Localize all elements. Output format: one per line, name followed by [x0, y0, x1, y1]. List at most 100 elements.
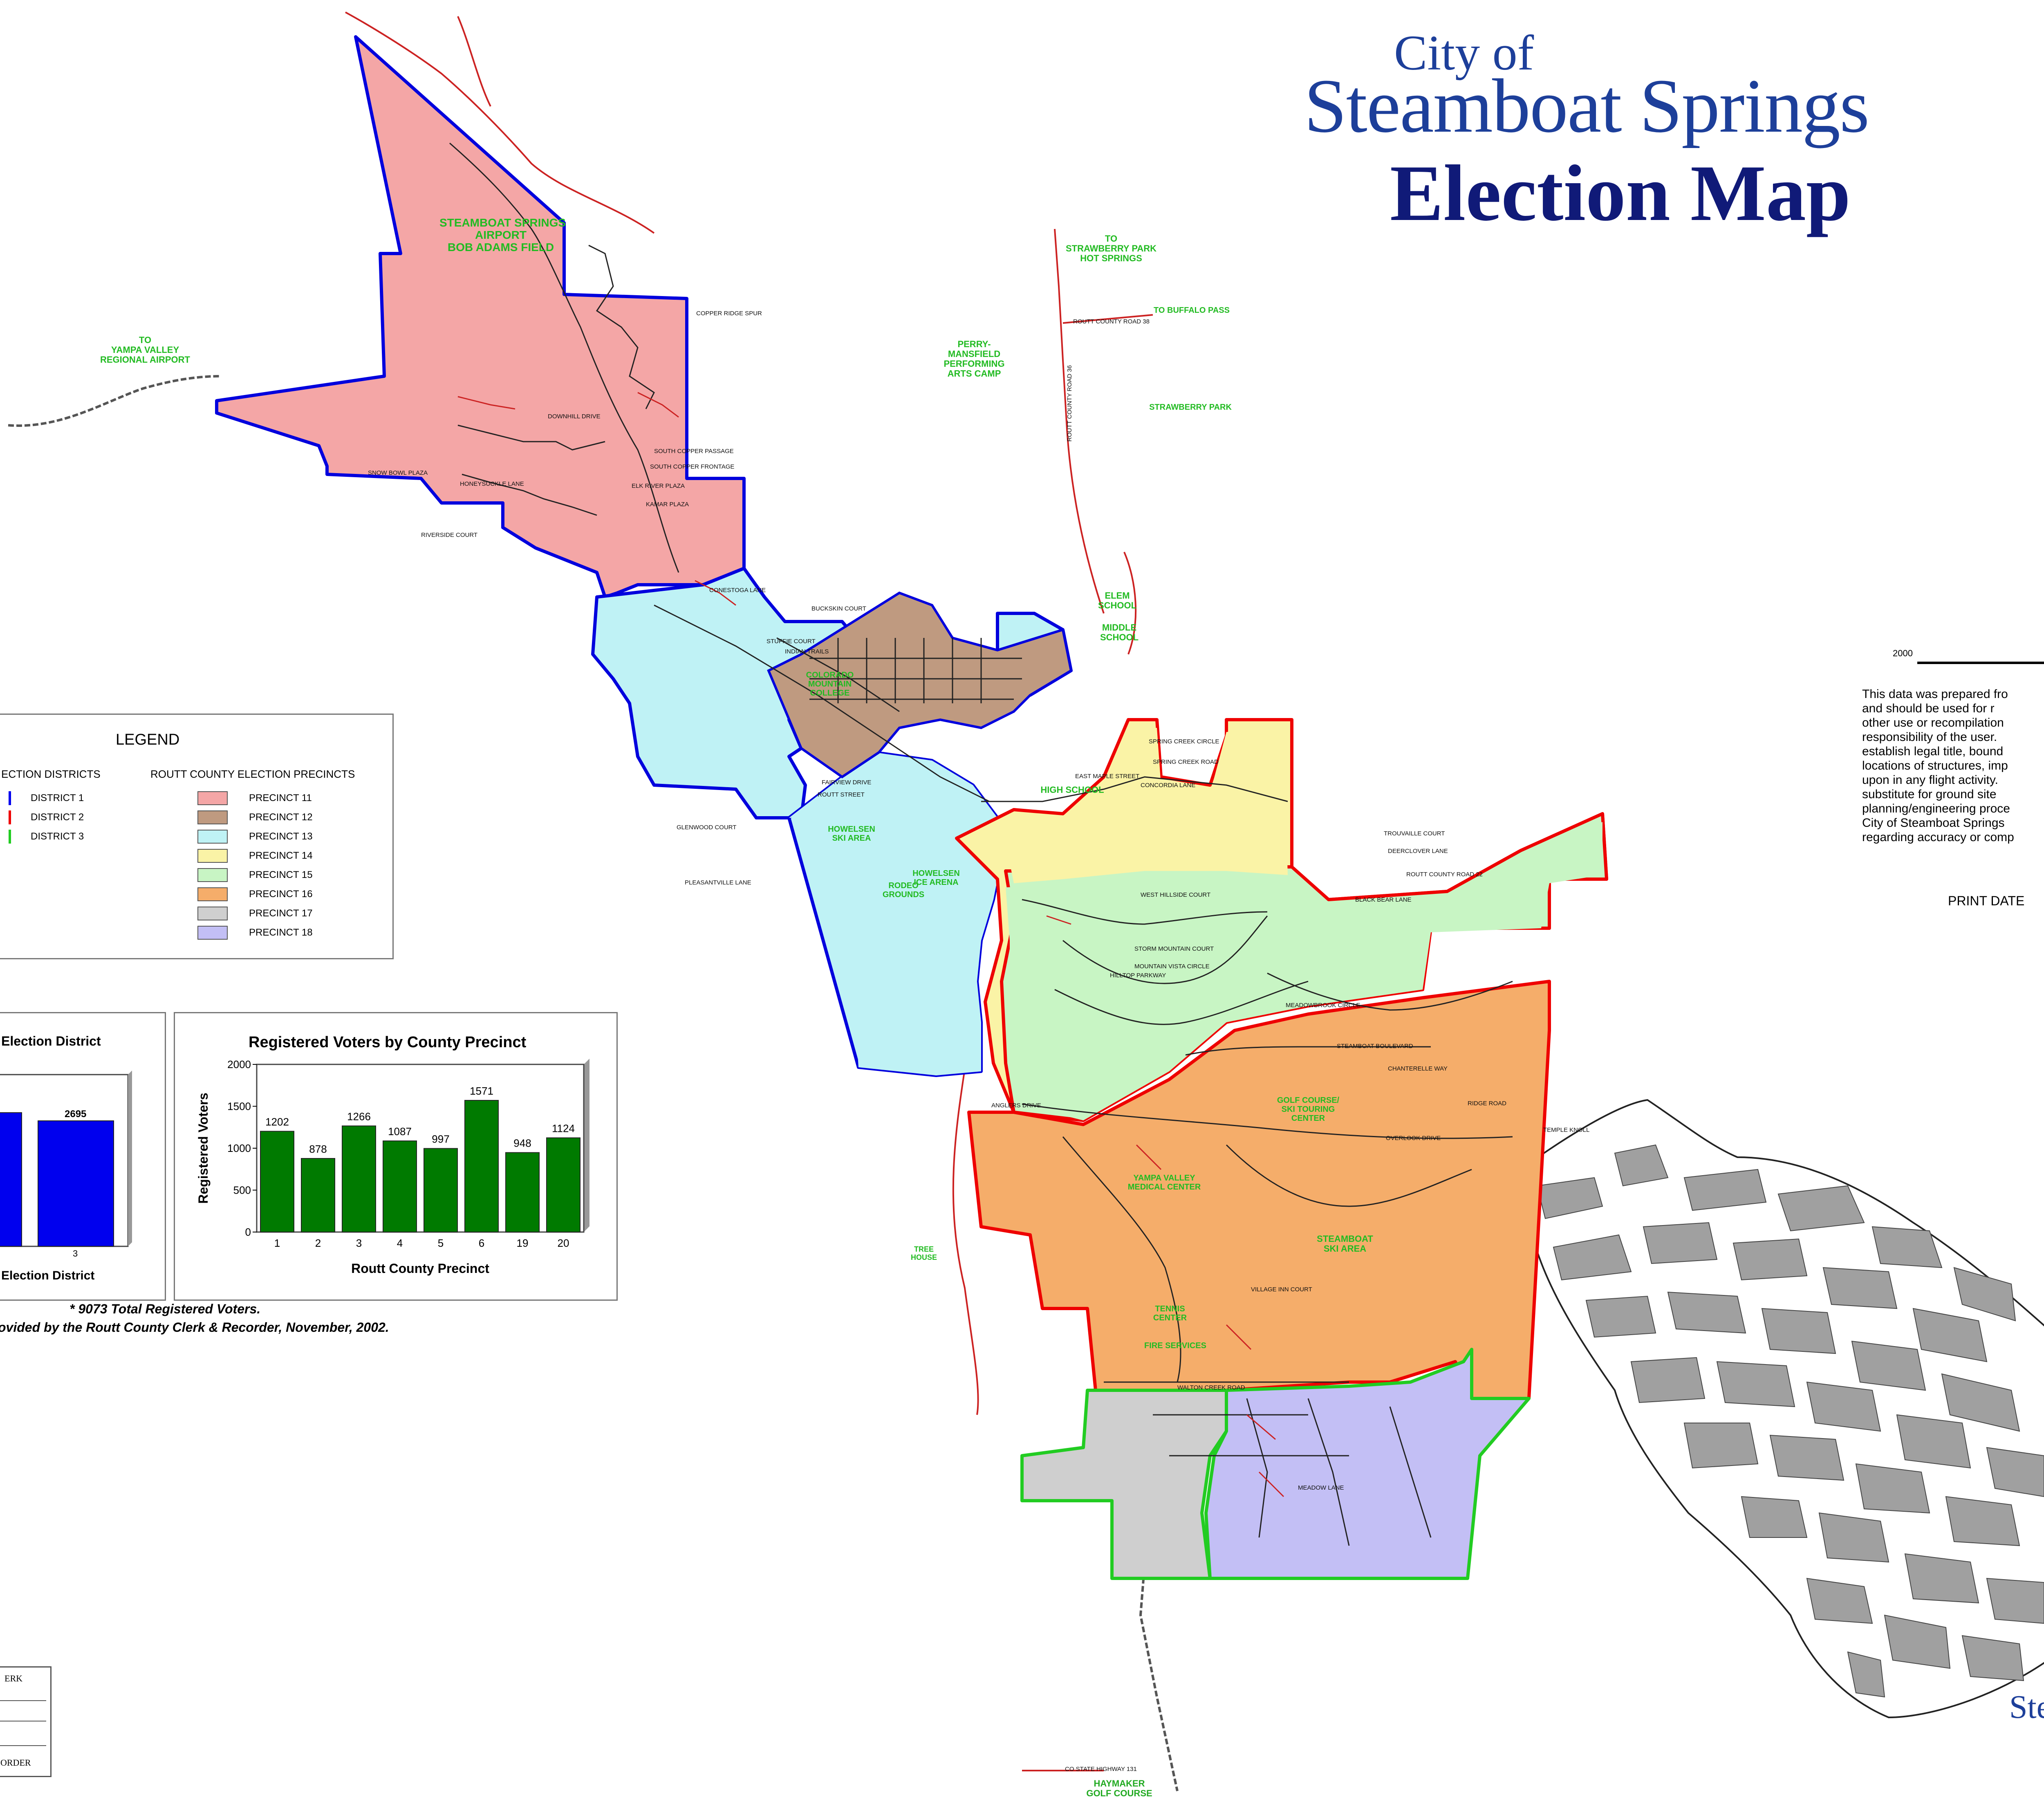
precinct-bar-value: 1124 — [552, 1122, 575, 1135]
legend-district-swatch — [0, 791, 11, 805]
precinct-category-label: 5 — [438, 1237, 444, 1249]
road-label-r26: MEADOWBROOK CIRCLE — [1286, 1002, 1360, 1009]
district-chart-xlabel: Election District — [1, 1269, 95, 1282]
legend-precinct-row: PRECINCT 12 — [197, 810, 313, 825]
map-label-tree-house: TREE HOUSE — [910, 1245, 937, 1261]
legend-precinct-label: PRECINCT 14 — [249, 850, 313, 861]
road-label-r35: VILLAGE INN COURT — [1251, 1286, 1312, 1293]
precinct-bar — [342, 1125, 376, 1232]
district-chart-panel: Election District 2695 3 Election Distri… — [0, 1012, 166, 1301]
road-label-r14: SPRING CREEK CIRCLE — [1149, 738, 1219, 745]
footnote-source: ovided by the Routt County Clerk & Recor… — [0, 1320, 389, 1335]
title-city-of: City of — [1394, 25, 1534, 81]
road-county-36 — [1054, 229, 1105, 614]
street-meadowbrook — [1267, 972, 1513, 1011]
legend-precinct-label: PRECINCT 17 — [249, 908, 313, 919]
precinct-category-label: 4 — [397, 1237, 403, 1249]
precinct-chart-panel: Registered Voters by County Precinct 0 50… — [174, 1012, 618, 1301]
legend-district-swatch — [0, 830, 11, 844]
legend-district-label: DISTRICT 3 — [31, 831, 84, 842]
road-label-r2: DOWNHILL DRIVE — [548, 413, 601, 420]
road-north — [457, 16, 491, 107]
road-label-r31: OVERLOOK DRIVE — [1386, 1135, 1441, 1142]
legend-precinct-swatch — [197, 791, 228, 805]
street-elk-river — [449, 142, 679, 573]
district-3-boundary — [1020, 1348, 1531, 1580]
road-label-r37: ROUTT STREET — [818, 791, 865, 798]
legend-precinct-row: PRECINCT 16 — [197, 887, 313, 902]
precinct-14-fill — [1006, 728, 1288, 883]
legend-precinct-row: PRECINCT 18 — [197, 925, 313, 940]
precinct-bar — [424, 1148, 458, 1232]
street-honeysuckle — [462, 474, 597, 516]
road-county-44 — [345, 11, 655, 234]
map-label-high: HIGH SCHOOL — [1040, 785, 1104, 795]
title-election-map: Election Map — [1390, 149, 1851, 238]
road-label-r20: ROUTT COUNTY ROAD 22 — [1406, 871, 1483, 878]
legend-panel: LEGEND ECTION DISTRICTS ROUTT COUNTY ELE… — [0, 714, 394, 959]
precinct-bar-value: 948 — [513, 1137, 531, 1149]
road-label-r25: HILLTOP PARKWAY — [1110, 972, 1166, 979]
map-label-yampa-airport: TO YAMPA VALLEY REGIONAL AIRPORT — [100, 335, 190, 365]
road-label-r21: BLACK BEAR LANE — [1355, 896, 1412, 903]
legend-precinct-swatch — [197, 849, 228, 863]
legend-district-label: DISTRICT 2 — [31, 812, 84, 823]
precinct-category-label: 2 — [315, 1237, 321, 1249]
precinct-category-label: 6 — [479, 1237, 484, 1249]
precinct-13-fill — [789, 752, 1002, 1075]
footnote-total-voters: * 9073 Total Registered Voters. — [69, 1302, 261, 1316]
legend-precinct-label: PRECINCT 11 — [249, 792, 312, 804]
district-bar-3-tick: 3 — [73, 1248, 78, 1259]
precinct-chart-ylabel: Registered Voters — [196, 1093, 211, 1204]
map-label-ice: HOWELSEN ICE ARENA — [912, 869, 960, 887]
district-bar-3 — [38, 1120, 114, 1247]
road-label-r4: SOUTH COPPER FRONTAGE — [650, 463, 735, 470]
legend-district-swatch — [0, 810, 11, 824]
legend-precinct-label: PRECINCT 16 — [249, 889, 313, 900]
precinct-18-area — [1204, 1348, 1531, 1580]
scale-bar-segment — [1917, 662, 2044, 664]
district-chart-frame-shadow — [128, 1071, 132, 1246]
road-label-r9: RIVERSIDE COURT — [421, 532, 478, 539]
signature-recorder-label: ORDER — [0, 1757, 31, 1768]
road-label-r38: PLEASANTVILLE LANE — [685, 879, 751, 886]
legend-precinct-swatch — [197, 926, 228, 940]
y-tick-label: 500 — [233, 1184, 251, 1196]
legend-district-row: DISTRICT 3 — [0, 829, 84, 844]
street-grid-old-town — [837, 638, 982, 703]
legend-district-row: DISTRICT 1 — [0, 790, 84, 806]
precinct-bar — [383, 1140, 417, 1233]
legend-title: LEGEND — [116, 731, 180, 748]
precinct-chart-title: Registered Voters by County Precinct — [249, 1034, 527, 1051]
road-label-r22: WEST HILLSIDE COURT — [1141, 891, 1211, 898]
street-grid-cross — [809, 658, 1022, 700]
map-label-ski-area: STEAMBOAT SKI AREA — [1317, 1234, 1373, 1254]
road-label-r27: STEAMBOAT BOULEVARD — [1337, 1043, 1413, 1050]
precinct-12-area — [767, 591, 1073, 779]
map-label-strawberry-hot: TO STRAWBERRY PARK HOT SPRINGS — [1065, 233, 1157, 263]
road-label-r24: MOUNTAIN VISTA CIRCLE — [1134, 963, 1210, 970]
precinct-chart-svg: 0500100015002000120218782126631087499751… — [196, 1058, 589, 1276]
precinct-bar-value: 878 — [309, 1143, 327, 1155]
street-copper-ridge — [588, 245, 655, 409]
district-chart-plot — [0, 1071, 132, 1247]
legend-precinct-row: PRECINCT 11 — [197, 790, 312, 806]
precinct-17-area — [1020, 1389, 1228, 1580]
road-label-r13: INDIAN TRAILS — [785, 648, 829, 655]
map-label-elem: ELEM SCHOOL — [1098, 590, 1137, 610]
legend-precinct-swatch — [197, 907, 228, 920]
scale-bar — [1917, 662, 2044, 664]
road-label-r5: ELK RIVER PLAZA — [632, 483, 685, 489]
legend-precinct-row: PRECINCT 17 — [197, 906, 313, 921]
district-bar-3-value: 2695 — [65, 1109, 87, 1120]
map-label-cmc: COLORADO MOUNTAIN COLLEGE — [806, 671, 854, 698]
road-label-r11: BUCKSKIN COURT — [811, 605, 866, 612]
legend-precinct-swatch — [197, 830, 228, 844]
road-label-r15: SPRING CREEK ROAD — [1153, 759, 1219, 765]
y-tick-label: 0 — [245, 1226, 251, 1238]
precinct-bar — [546, 1137, 580, 1232]
map-label-middle: MIDDLE SCHOOL — [1100, 622, 1139, 642]
street-south-district — [1246, 1398, 1432, 1546]
map-label-howelsen: HOWELSEN SKI AREA — [828, 825, 875, 843]
map-label-medical: YAMPA VALLEY MEDICAL CENTER — [1127, 1174, 1201, 1192]
